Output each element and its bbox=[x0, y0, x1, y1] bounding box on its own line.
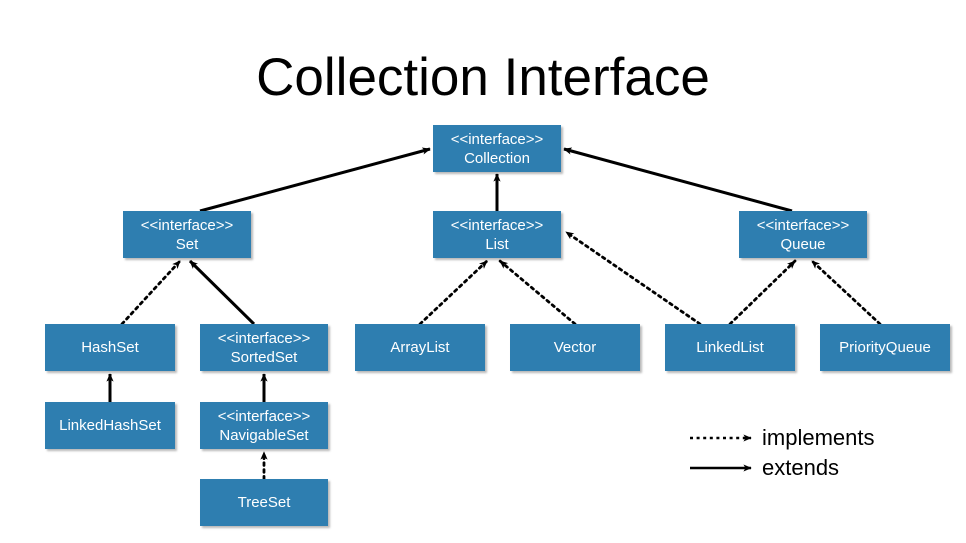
edge-hashset-to-set-implements bbox=[120, 259, 182, 326]
class-node-arraylist[interactable]: ArrayList bbox=[355, 324, 485, 371]
node-name: SortedSet bbox=[230, 348, 298, 366]
class-node-sortedset[interactable]: <<interface>>SortedSet bbox=[200, 324, 328, 371]
class-node-priorityqueue[interactable]: PriorityQueue bbox=[820, 324, 950, 371]
class-node-queue[interactable]: <<interface>>Queue bbox=[739, 211, 867, 258]
legend-label-implements: implements bbox=[762, 425, 875, 450]
node-stereotype: <<interface>> bbox=[450, 216, 544, 234]
edge-set-to-collection-extends bbox=[199, 147, 431, 213]
node-stereotype: <<interface>> bbox=[450, 130, 544, 148]
legend-label-extends: extends bbox=[762, 455, 840, 480]
node-name: List bbox=[485, 235, 509, 253]
node-name: ArrayList bbox=[390, 339, 450, 356]
class-node-vector[interactable]: Vector bbox=[510, 324, 640, 371]
class-node-linkedlist[interactable]: LinkedList bbox=[665, 324, 795, 371]
class-node-set[interactable]: <<interface>>Set bbox=[123, 211, 251, 258]
class-node-collection[interactable]: <<interface>>Collection bbox=[433, 125, 561, 172]
node-name: Queue bbox=[780, 235, 826, 253]
node-stereotype: <<interface>> bbox=[217, 407, 311, 425]
node-name: TreeSet bbox=[237, 494, 291, 511]
node-stereotype: <<interface>> bbox=[756, 216, 850, 234]
node-name: HashSet bbox=[81, 339, 139, 356]
node-name: Vector bbox=[553, 339, 597, 356]
edge-priorityqueue-to-queue-implements bbox=[810, 259, 882, 326]
node-stereotype: <<interface>> bbox=[140, 216, 234, 234]
node-name: Collection bbox=[464, 149, 530, 167]
edge-arraylist-to-list-implements bbox=[418, 259, 489, 326]
class-node-treeset[interactable]: TreeSet bbox=[200, 479, 328, 526]
node-name: NavigableSet bbox=[219, 426, 309, 444]
edge-queue-to-collection-extends bbox=[563, 147, 793, 213]
edge-vector-to-list-implements bbox=[498, 259, 577, 326]
node-name: Set bbox=[175, 235, 199, 253]
class-node-hashset[interactable]: HashSet bbox=[45, 324, 175, 371]
edge-sortedset-to-set-extends bbox=[188, 259, 256, 326]
class-node-list[interactable]: <<interface>>List bbox=[433, 211, 561, 258]
node-name: LinkedList bbox=[696, 339, 764, 356]
page-title: Collection Interface bbox=[256, 48, 710, 107]
edge-linkedlist-to-queue-implements bbox=[728, 259, 797, 326]
class-node-navigableset[interactable]: <<interface>>NavigableSet bbox=[200, 402, 328, 449]
node-stereotype: <<interface>> bbox=[217, 329, 311, 347]
node-name: LinkedHashSet bbox=[59, 417, 161, 434]
node-name: PriorityQueue bbox=[839, 339, 931, 356]
edge-linkedlist-to-list-implements bbox=[564, 230, 702, 326]
class-node-linkedhashset[interactable]: LinkedHashSet bbox=[45, 402, 175, 449]
